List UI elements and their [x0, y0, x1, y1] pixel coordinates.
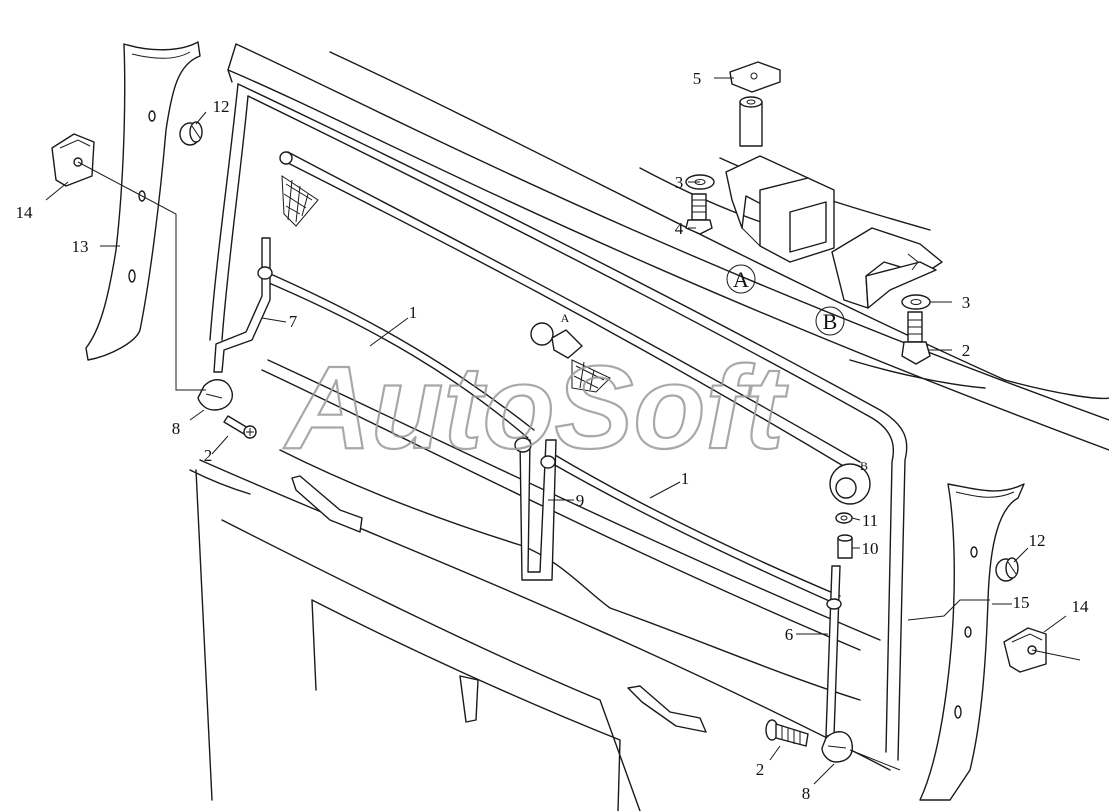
callout-5: 5	[693, 69, 702, 88]
spacer-10	[837, 534, 853, 559]
callout-1-upper: 1	[409, 303, 418, 322]
callout-7: 7	[289, 312, 298, 331]
callout-3-detail-b: 3	[962, 293, 971, 312]
detail-view-label-a: A	[726, 264, 756, 294]
detail-letter-b: B	[823, 309, 838, 334]
callout-2-left: 2	[204, 446, 213, 465]
plug-12-right	[995, 557, 1019, 582]
spring-clip-14-right	[1003, 627, 1047, 673]
detail-view-label-b: B	[815, 306, 845, 336]
callout-15: 15	[1013, 593, 1030, 612]
washer-11	[835, 512, 853, 524]
rod-middle	[261, 271, 841, 605]
spring-clip-14-left	[51, 133, 95, 187]
clip-8-right	[821, 731, 853, 763]
callout-1-lower: 1	[681, 469, 690, 488]
callout-2-detail-b: 2	[962, 341, 971, 360]
clip-8-left	[197, 379, 233, 411]
screw-2-left	[223, 415, 257, 439]
callout-14-right: 14	[1072, 597, 1090, 616]
callout-11: 11	[862, 511, 878, 530]
bushing-point-a	[530, 322, 583, 359]
rod-upper	[279, 151, 861, 471]
bushing-point-b	[829, 463, 871, 505]
plug-12-left	[179, 121, 203, 146]
point-label-a: A	[561, 311, 570, 325]
detail-letter-a: A	[733, 267, 749, 292]
watermark-text: AutoSoft	[283, 342, 789, 474]
callout-14-left: 14	[16, 203, 34, 222]
callout-4: 4	[675, 219, 684, 238]
callout-12-left: 12	[213, 97, 230, 116]
callout-2-lower: 2	[756, 760, 765, 779]
leader-lines	[45, 77, 1081, 785]
rod-9	[514, 437, 557, 581]
callout-6: 6	[785, 625, 794, 644]
pillar-trim-13	[85, 41, 201, 361]
callout-13: 13	[72, 237, 89, 256]
point-label-b: B	[860, 459, 868, 473]
callout-12-right: 12	[1029, 531, 1046, 550]
detail-b-assembly	[831, 227, 943, 365]
bolt-2-lower	[765, 719, 809, 747]
callout-8-left: 8	[172, 419, 181, 438]
pillar-trim-15	[919, 483, 1025, 801]
callout-10: 10	[862, 539, 879, 558]
rod-7	[213, 237, 273, 373]
mesh-panel	[281, 175, 611, 393]
callout-9: 9	[576, 491, 585, 510]
callout-8-right: 8	[802, 784, 811, 803]
detail-a-assembly	[685, 61, 835, 263]
callout-3-detail-a: 3	[675, 173, 684, 192]
